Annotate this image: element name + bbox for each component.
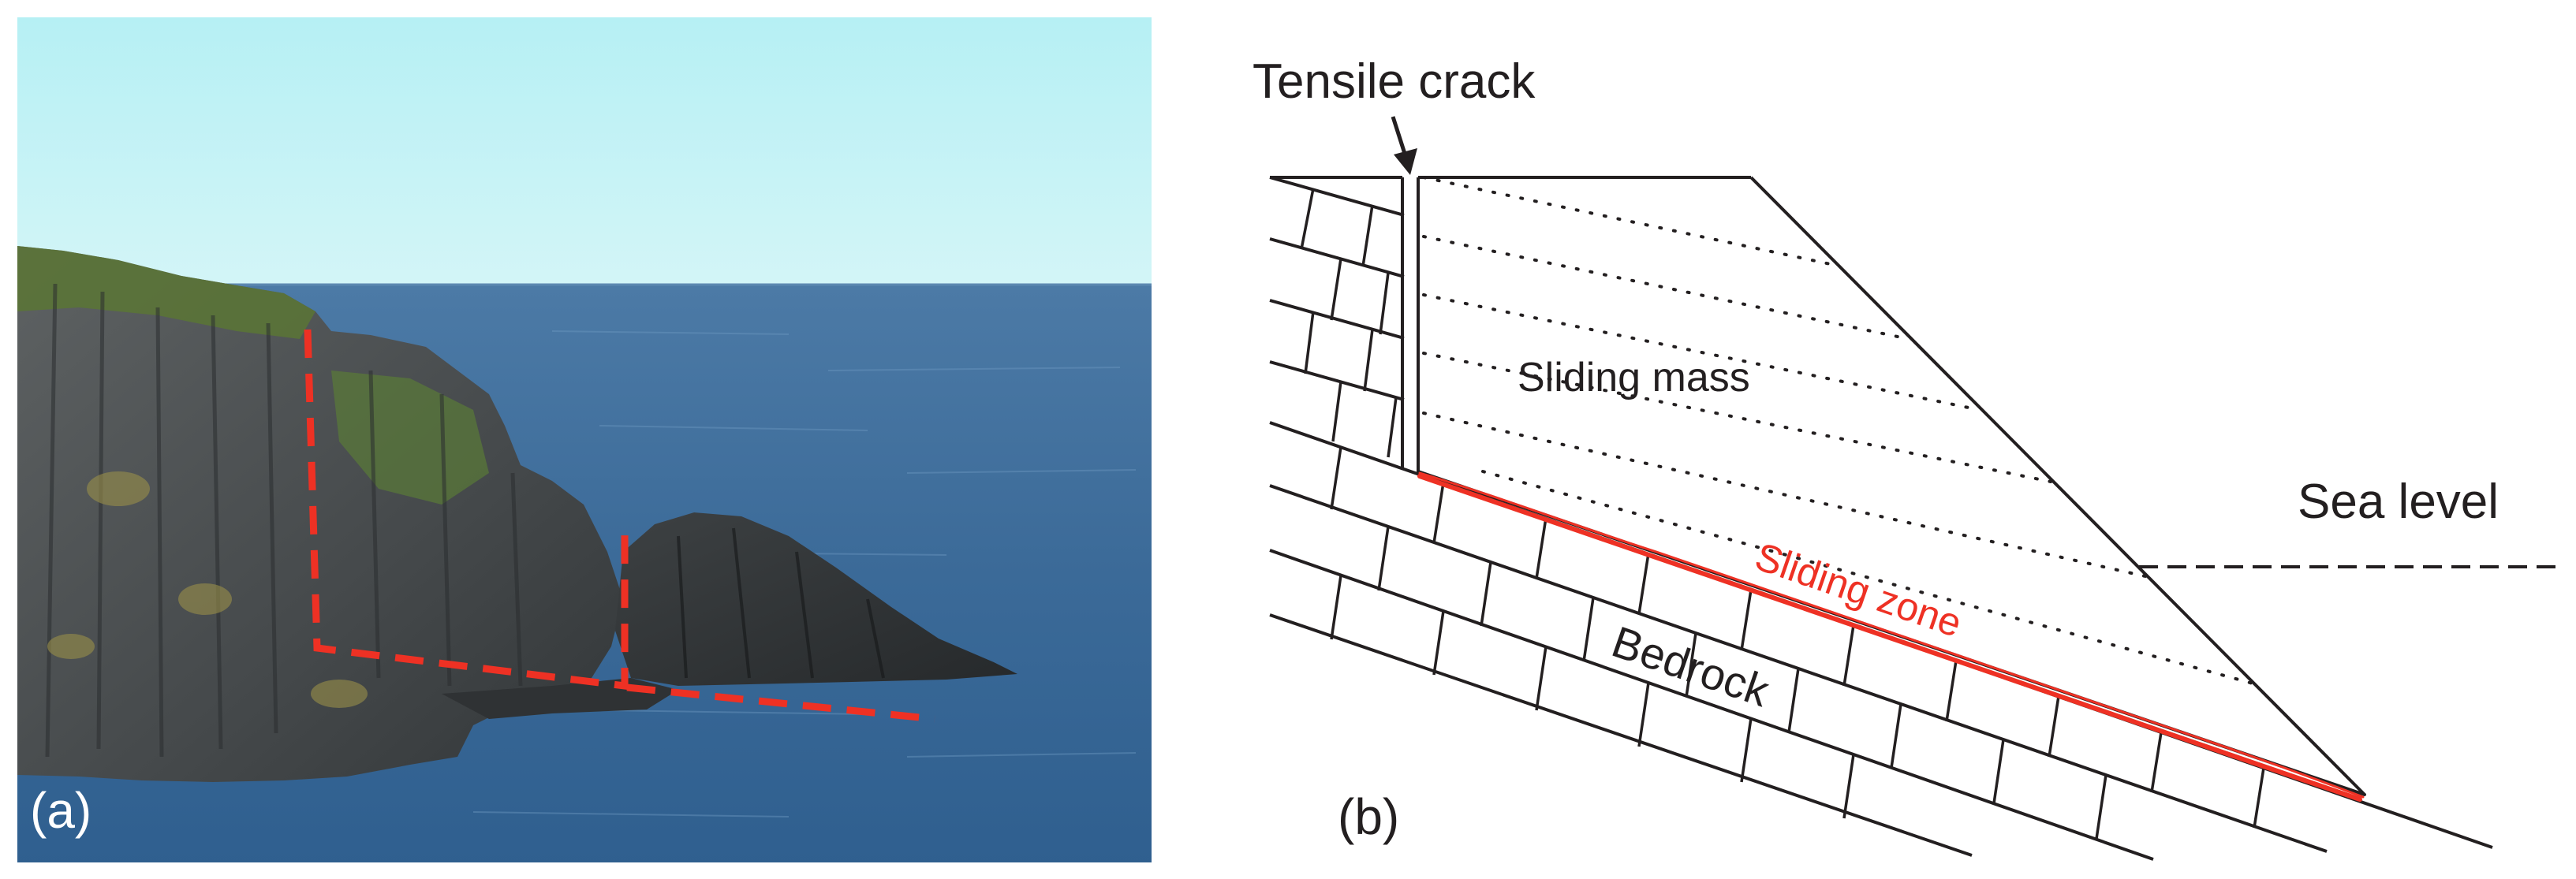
cliff-striations <box>45 283 523 758</box>
failure-surface-dashed-line <box>304 329 935 723</box>
tensile-crack-arrow <box>1391 116 1417 175</box>
bedrock-joints <box>1300 188 2265 840</box>
panel-a-label: (a) <box>30 782 91 839</box>
sliding-mass-label: Sliding mass <box>1518 355 1750 400</box>
sea-level-label: Sea level <box>2298 475 2499 529</box>
sea-stack-striations <box>677 527 885 679</box>
panel-b-label: (b) <box>1338 788 1399 845</box>
slope-face <box>1749 176 2366 796</box>
panel-b-diagram: Tensile crack Sliding mass Sea level Sli… <box>1253 54 2563 861</box>
sliding-zone-band <box>1417 470 2366 802</box>
cliff-lichen <box>47 471 368 708</box>
cliff-main <box>17 246 623 782</box>
cliff-moss <box>17 246 315 339</box>
sliding-mass-bedding <box>1422 176 2257 686</box>
sea-stack <box>615 512 1017 686</box>
sky <box>17 17 1152 285</box>
tensile-crack <box>1401 177 1420 473</box>
panel-a-photo <box>17 17 1152 862</box>
tensile-crack-label: Tensile crack <box>1253 54 1536 109</box>
